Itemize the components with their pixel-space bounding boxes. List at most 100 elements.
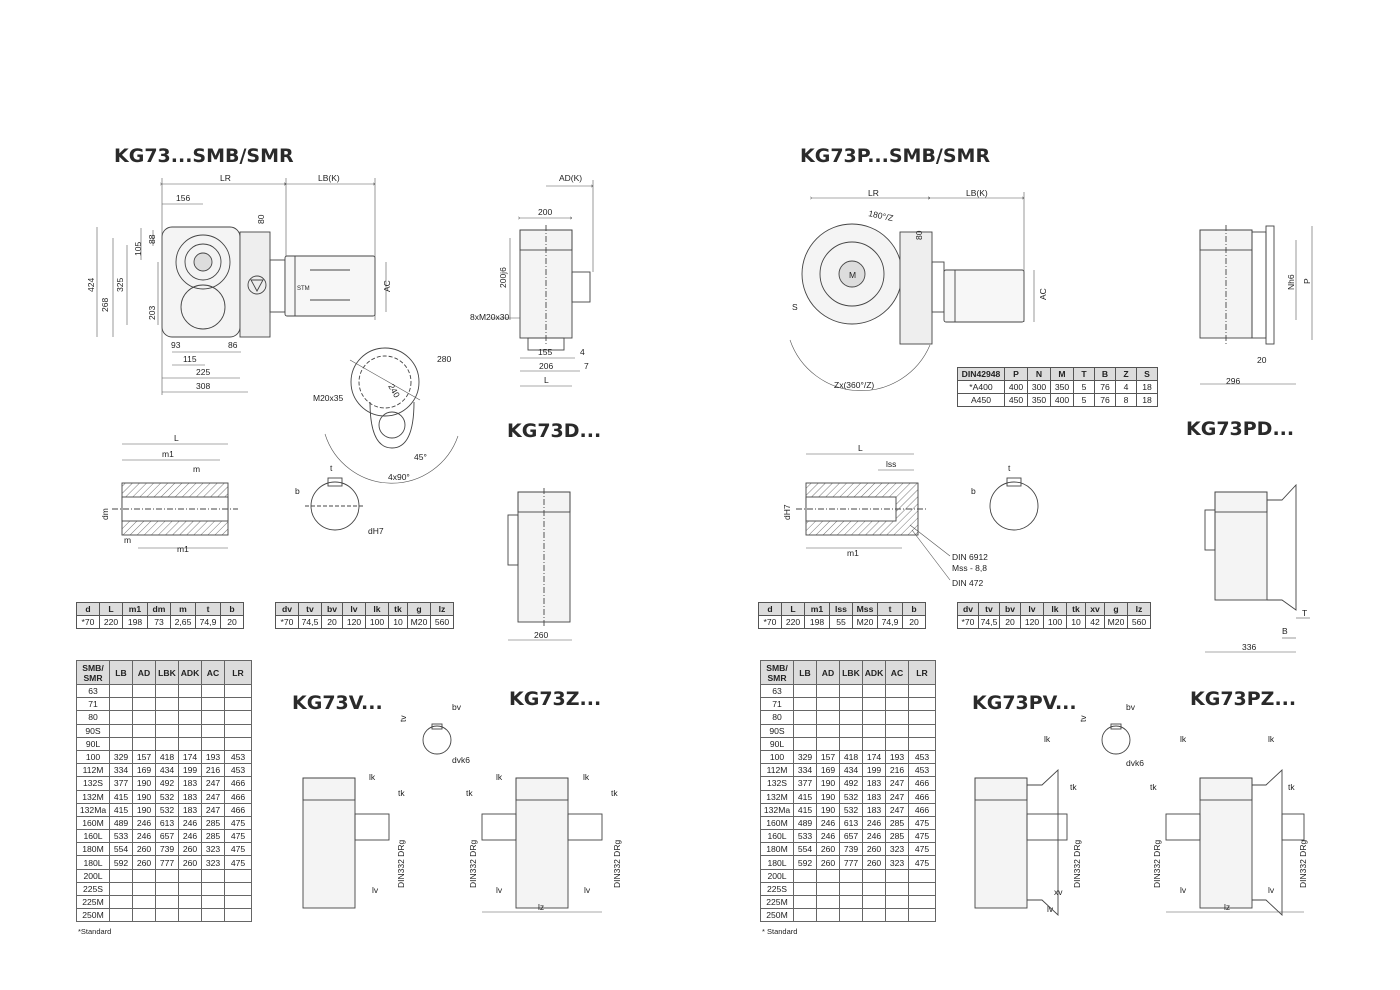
size-table-cell: 246 — [862, 829, 886, 844]
size-table-cell — [109, 894, 133, 910]
size-table-cell — [132, 894, 156, 910]
size-table-cell: 180L — [76, 855, 110, 870]
size-table-cell — [224, 736, 252, 751]
svg-text:bv: bv — [1126, 702, 1136, 712]
size-table-cell — [109, 710, 133, 725]
left-d-dim: 260 — [534, 630, 548, 640]
size-table-cell — [201, 908, 225, 923]
size-table-cell: 246 — [816, 829, 840, 844]
svg-text:M20x35: M20x35 — [313, 393, 344, 403]
size-table-header: AD — [132, 660, 156, 685]
size-table-cell: 190 — [816, 789, 840, 804]
size-table-cell: 533 — [109, 829, 133, 844]
svg-text:45°: 45° — [414, 452, 427, 462]
svg-text:dvk6: dvk6 — [1126, 758, 1144, 768]
size-table-cell — [201, 697, 225, 712]
size-table-header: LB — [109, 660, 133, 685]
size-table-cell: 532 — [839, 789, 863, 804]
size-table-row: 63 — [76, 683, 252, 699]
svg-text:4x90°: 4x90° — [388, 472, 410, 482]
size-table-cell — [816, 723, 840, 738]
left-hollow-shaft-section — [112, 443, 238, 549]
size-table-cell — [839, 683, 863, 699]
svg-text:7: 7 — [584, 361, 589, 371]
svg-text:lv: lv — [1180, 885, 1187, 895]
size-table-cell — [109, 683, 133, 699]
size-table-cell: 71 — [76, 697, 110, 712]
size-table-header: LB — [793, 660, 817, 685]
svg-text:DIN332 DRg: DIN332 DRg — [1072, 840, 1082, 888]
size-table-cell: 466 — [908, 789, 936, 804]
size-table-cell — [839, 697, 863, 712]
size-table-cell — [839, 723, 863, 738]
size-table-cell: 132S — [76, 776, 110, 791]
size-table-cell — [178, 723, 202, 738]
svg-text:203: 203 — [147, 306, 157, 320]
svg-text:LB(K): LB(K) — [966, 188, 988, 198]
size-table-header: LBK — [155, 660, 179, 685]
svg-text:lss: lss — [886, 459, 896, 469]
size-table-cell: 592 — [793, 855, 817, 870]
size-table-cell: 260 — [862, 842, 886, 857]
size-table-cell: 260 — [132, 855, 156, 870]
svg-text:tk: tk — [611, 788, 618, 798]
size-table-cell: 80 — [760, 710, 794, 725]
size-table-cell — [155, 697, 179, 712]
size-table-header: SMB/ SMR — [760, 660, 794, 685]
size-table-row: 200L — [76, 868, 252, 883]
size-table-cell: 285 — [885, 829, 909, 844]
size-table-cell: 193 — [201, 749, 225, 765]
size-table-cell: 90L — [760, 736, 794, 751]
size-table-row: 90S — [760, 723, 936, 738]
size-table-cell: 492 — [155, 776, 179, 791]
svg-text:20: 20 — [1257, 355, 1267, 365]
right-pd-variant-text: T B 336 — [1242, 608, 1307, 652]
size-table-cell — [155, 710, 179, 725]
size-table-row: 225M — [76, 894, 252, 910]
size-table-cell: 247 — [885, 776, 909, 791]
svg-text:tk: tk — [466, 788, 473, 798]
svg-text:296: 296 — [1226, 376, 1240, 386]
right-title: KG73P...SMB/SMR — [800, 145, 991, 167]
size-table-cell: 199 — [862, 763, 886, 778]
size-table-row: 80 — [76, 710, 252, 725]
size-table-header: AC — [201, 660, 225, 685]
size-table-cell: 71 — [760, 697, 794, 712]
svg-text:LB(K): LB(K) — [318, 173, 340, 183]
size-table-cell: 260 — [816, 855, 840, 870]
size-table-cell: 157 — [132, 749, 156, 765]
size-table-cell — [862, 868, 886, 883]
svg-text:lv: lv — [1047, 904, 1054, 914]
size-table-cell: 453 — [908, 749, 936, 765]
size-table-cell: 180M — [76, 842, 110, 857]
size-table-cell — [109, 868, 133, 883]
svg-text:8xM20x30: 8xM20x30 — [470, 312, 509, 322]
left-variant-d-title: KG73D... — [507, 420, 602, 442]
size-table-cell: 489 — [109, 815, 133, 831]
size-table-cell: 63 — [76, 683, 110, 699]
size-table-cell — [793, 908, 817, 923]
svg-text:tk: tk — [398, 788, 405, 798]
svg-text:93: 93 — [171, 340, 181, 350]
svg-text:lz: lz — [538, 902, 544, 912]
size-table-cell: 260 — [862, 855, 886, 870]
svg-text:lk: lk — [369, 772, 376, 782]
svg-text:180°/Z: 180°/Z — [868, 208, 895, 223]
size-table-cell: 475 — [224, 829, 252, 844]
size-table-row: 63 — [760, 683, 936, 699]
size-table-cell: 247 — [201, 802, 225, 817]
size-table-cell: 475 — [908, 855, 936, 870]
size-table-cell — [109, 697, 133, 712]
size-table-cell: 90S — [76, 723, 110, 738]
size-table-cell: 418 — [155, 749, 179, 765]
size-table-row: 71 — [76, 697, 252, 712]
size-table-header: AC — [885, 660, 909, 685]
size-table-cell: 323 — [201, 842, 225, 857]
size-table-cell: 247 — [885, 802, 909, 817]
left-v-variant-text: lk tk lv DIN332 DRg bv tv dvk6 — [369, 702, 470, 895]
